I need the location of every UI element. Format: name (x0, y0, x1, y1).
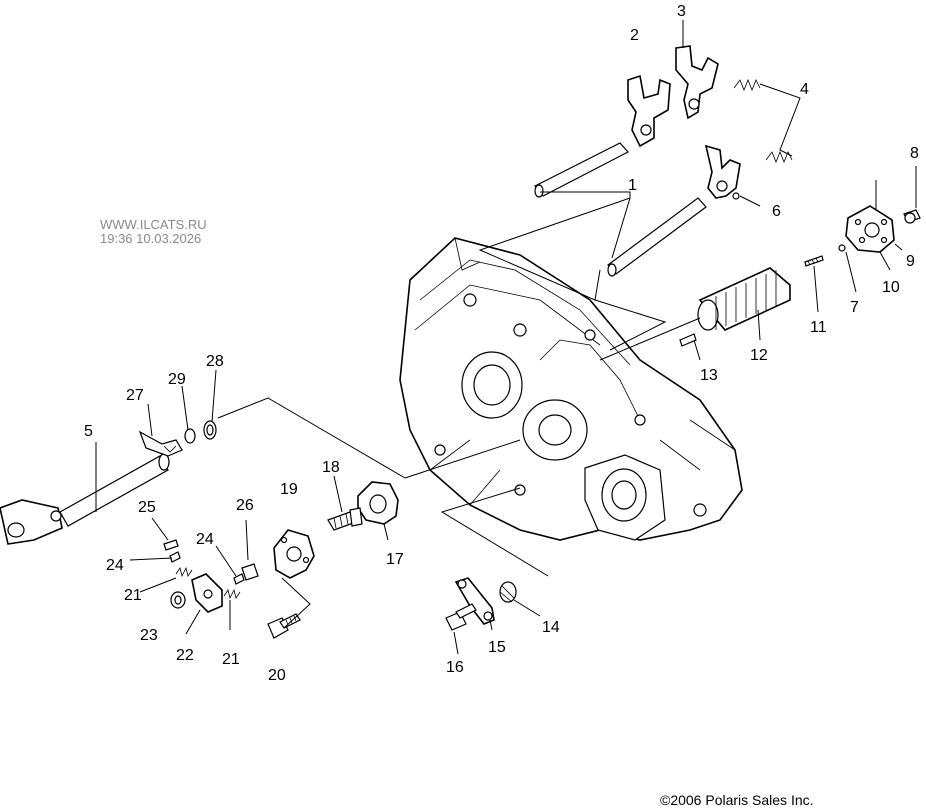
callout-19: 19 (280, 481, 298, 498)
shift-lever-shaft (0, 453, 170, 545)
callout-23: 23 (140, 627, 158, 644)
callout-16: 16 (446, 659, 464, 676)
crankcase (399, 237, 743, 541)
callout-12: 12 (750, 347, 768, 364)
spring-21-right (223, 588, 241, 600)
seal-28 (203, 420, 217, 440)
bolt-18 (327, 507, 363, 531)
pin-25 (163, 539, 179, 551)
callout-29: 29 (168, 371, 186, 388)
callout-17: 17 (386, 551, 404, 568)
callout-labels: 1 2 3 4 5 6 7 8 9 10 11 12 13 14 15 16 1… (84, 3, 919, 684)
callout-11: 11 (810, 319, 827, 336)
leader-lines (95, 20, 917, 655)
callout-2: 2 (630, 27, 639, 44)
callout-28: 28 (206, 353, 224, 370)
shift-cam (845, 205, 895, 253)
callout-1: 1 (628, 177, 637, 194)
spring-clip-27 (138, 430, 183, 457)
ratchet-arm-22 (191, 573, 223, 613)
spring-14 (499, 581, 517, 603)
drum-pin (804, 255, 824, 267)
watermark-datetime: 19:36 10.03.2026 (100, 231, 202, 246)
callout-26: 26 (236, 497, 254, 514)
callout-10: 10 (882, 279, 900, 296)
callout-8: 8 (910, 145, 919, 162)
nut-23 (170, 591, 186, 609)
shift-fork-3 (675, 45, 719, 120)
callout-6: 6 (772, 203, 781, 220)
pin-13 (679, 333, 697, 347)
shift-shaft-lower (607, 197, 707, 277)
watermark-site: WWW.ILCATS.RU (100, 217, 207, 232)
callout-27: 27 (126, 387, 144, 404)
washer-29 (184, 428, 196, 444)
callout-21-right: 21 (222, 651, 240, 668)
callout-9: 9 (906, 253, 915, 270)
shift-gear-17 (357, 481, 399, 525)
bolt-16 (445, 603, 477, 631)
shift-plate-19 (273, 529, 315, 579)
spring-21-left (175, 566, 193, 578)
shift-drum (599, 267, 791, 361)
callout-24-right: 24 (196, 531, 214, 548)
callout-22: 22 (176, 647, 194, 664)
copyright-notice: ©2006 Polaris Sales Inc. (660, 792, 814, 808)
callout-15: 15 (488, 639, 506, 656)
callout-5: 5 (84, 423, 93, 440)
callout-4: 4 (800, 81, 809, 98)
washer-7 (838, 244, 846, 252)
callout-20: 20 (268, 667, 286, 684)
callout-18: 18 (322, 459, 340, 476)
callout-25: 25 (138, 499, 156, 516)
bolt-20 (267, 613, 301, 639)
spring-lower (765, 150, 793, 164)
spacer-26 (241, 563, 259, 581)
callout-13: 13 (700, 367, 718, 384)
callout-24-left: 24 (106, 557, 124, 574)
pin-24-right (233, 573, 245, 585)
shift-fork-2 (627, 74, 671, 148)
shift-fork-6 (704, 144, 741, 200)
callout-3: 3 (677, 3, 686, 20)
pin-24-left (169, 551, 181, 563)
shift-shaft-upper (534, 142, 629, 198)
bolt-8 (903, 209, 921, 224)
callout-7: 7 (850, 299, 859, 316)
callout-14: 14 (542, 619, 560, 636)
callout-21-left: 21 (124, 587, 142, 604)
spring-upper (733, 78, 761, 92)
